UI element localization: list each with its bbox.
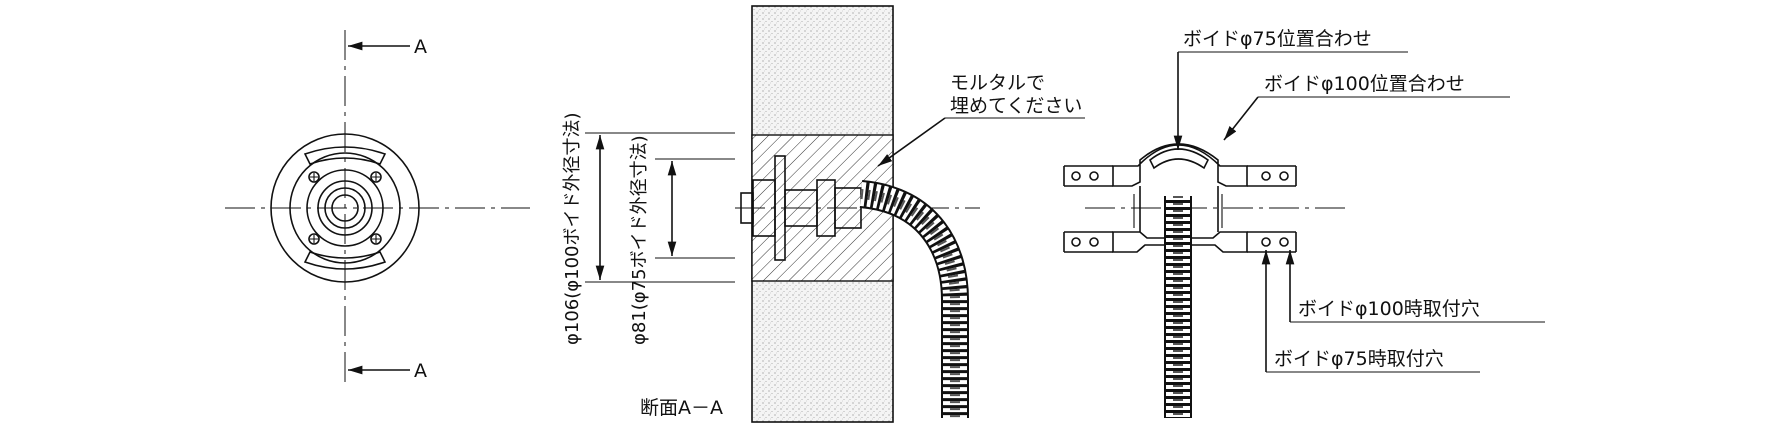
section-title: 断面A－A xyxy=(640,397,723,419)
callout-void100-align: ボイドφ100位置合わせ xyxy=(1264,73,1465,95)
front-view: A A xyxy=(225,30,530,385)
mounting-holes xyxy=(1071,171,1289,247)
section-marker-bottom: A xyxy=(414,360,427,382)
callout-void75-align: ボイドφ75位置合わせ xyxy=(1183,28,1372,50)
mortar-leader xyxy=(877,117,946,167)
leader-void100-align xyxy=(1223,96,1259,141)
top-tab xyxy=(303,146,387,165)
mortar-note-line2: 埋めてください xyxy=(950,95,1082,117)
dimension-lines: φ106(φ100ボイド外径寸法) φ81(φ75ボイド外径寸法) xyxy=(562,112,735,345)
outer-flange-circle xyxy=(270,133,420,283)
right-ear-top xyxy=(1247,165,1297,187)
bracket-arch-inner xyxy=(1148,148,1210,170)
section-marker-top: A xyxy=(414,36,427,58)
bottom-tab xyxy=(303,251,387,270)
screw-icons xyxy=(308,171,382,245)
pipe-outer-circle xyxy=(324,187,366,229)
nut-circle xyxy=(317,180,373,236)
bracket-sides xyxy=(1139,186,1219,232)
bracket-top xyxy=(1112,143,1248,187)
dim-inner-label: φ81(φ75ボイド外径寸法) xyxy=(629,135,650,345)
left-ear-top xyxy=(1063,165,1113,187)
mortar-note-line1: モルタルで xyxy=(950,72,1045,94)
callout-void100-hole: ボイドφ100時取付穴 xyxy=(1298,298,1480,320)
inner-flange-circle xyxy=(289,152,401,264)
bracket-view: ボイドφ75位置合わせ ボイドφ100位置合わせ ボイドφ100時取付穴 ボイド… xyxy=(1063,28,1545,418)
dim-outer-label: φ106(φ100ボイド外径寸法) xyxy=(562,112,583,345)
pipe-inner-circle xyxy=(331,194,359,222)
left-ear-bottom xyxy=(1063,231,1113,253)
bracket-slot-lines xyxy=(1133,194,1223,228)
callout-void75-hole: ボイドφ75時取付穴 xyxy=(1274,348,1444,370)
body-circle xyxy=(306,169,384,247)
section-view: モルタルで 埋めてください 断面A－A xyxy=(640,5,1085,423)
